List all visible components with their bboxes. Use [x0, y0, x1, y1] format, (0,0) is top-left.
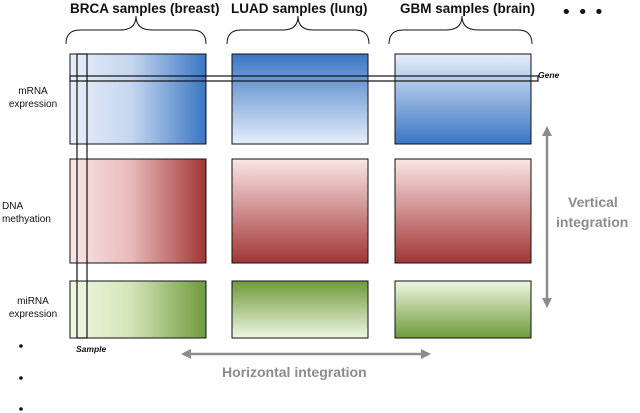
row-label-mirna: miRNA expression	[8, 296, 58, 320]
ellipsis-dot-1	[19, 344, 23, 348]
row-label-dna: DNA methyation	[2, 201, 51, 225]
gene-highlight	[69, 75, 539, 82]
ellipsis-dot-2	[19, 376, 23, 380]
mirna-brca-block	[69, 280, 207, 339]
dna-gbm-block	[394, 158, 532, 264]
dna-luad-block	[231, 158, 369, 264]
brace-brca	[65, 15, 207, 45]
sample-highlight	[76, 53, 88, 339]
mrna-gbm-block	[394, 53, 532, 145]
header-luad: LUAD samples (lung)	[231, 1, 368, 16]
mirna-luad-block	[231, 280, 369, 339]
horizontal-ellipsis: • • •	[561, 2, 605, 23]
header-gbm: GBM samples (brain)	[400, 1, 536, 16]
dna-brca-block	[69, 158, 207, 264]
gene-label: Gene	[538, 70, 560, 80]
horizontal-integration-label: Horizontal integration	[222, 364, 367, 380]
mrna-brca-block	[69, 53, 207, 145]
mirna-gbm-block	[394, 280, 532, 339]
brace-gbm	[388, 15, 533, 45]
mrna-luad-block	[231, 53, 369, 145]
brace-luad	[226, 15, 370, 45]
vertical-integration-label: Vertical integration	[556, 194, 629, 230]
sample-label: Sample	[76, 344, 107, 354]
row-label-mrna: mRNA expression	[8, 86, 58, 110]
header-brca: BRCA samples (breast)	[70, 1, 220, 16]
ellipsis-dot-3	[19, 407, 23, 411]
